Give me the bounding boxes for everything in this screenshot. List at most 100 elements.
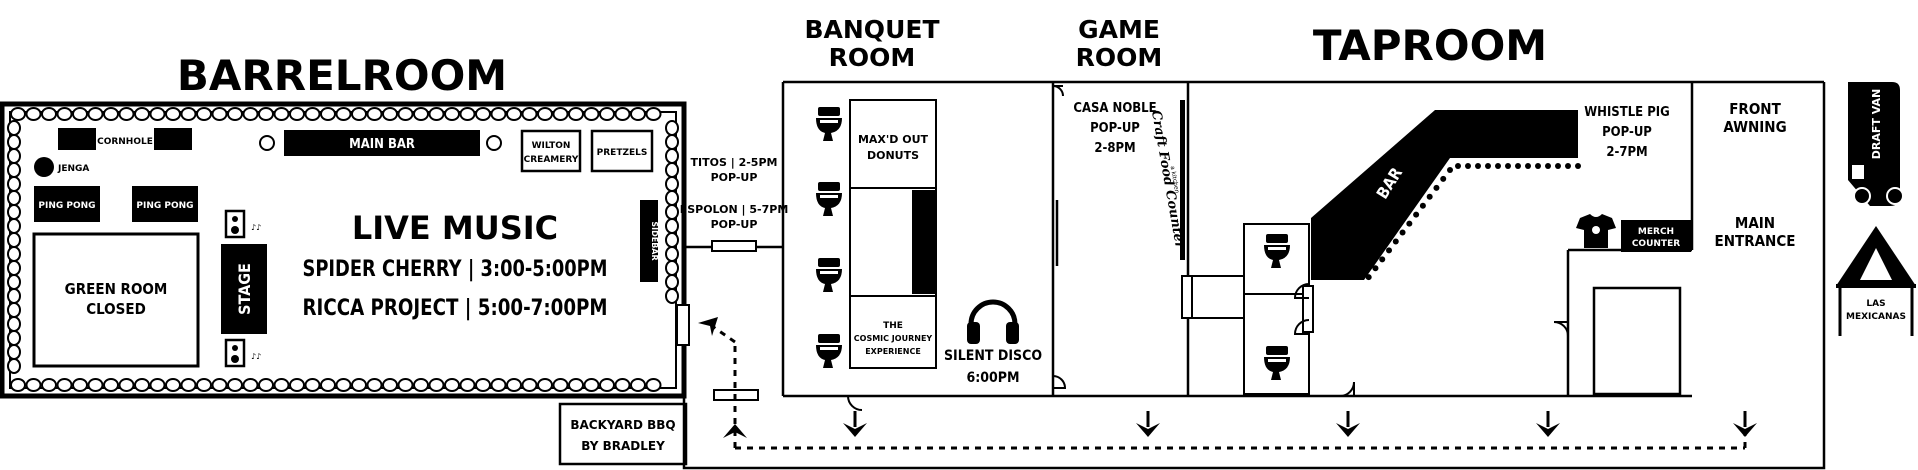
titos-popup-2: POP-UP — [711, 171, 758, 184]
barrel — [665, 260, 679, 276]
live-music-act-2: RICCA PROJECT | 5:00-7:00PM — [303, 296, 608, 321]
bar-stools — [1365, 163, 1581, 281]
bar-stool — [1406, 220, 1413, 227]
barrel — [7, 330, 21, 346]
bar-stool — [1379, 256, 1386, 263]
bar-stool — [1505, 163, 1511, 169]
barrel — [382, 378, 398, 392]
main-bar-label: MAIN BAR — [349, 137, 415, 152]
barrel — [211, 107, 228, 121]
barrel — [56, 378, 73, 392]
backyard-bbq — [558, 402, 688, 466]
barrel — [227, 107, 243, 121]
barrel — [665, 190, 679, 206]
barrel — [10, 107, 26, 121]
bbq-label-2: BY BRADLEY — [581, 439, 665, 453]
barrel — [180, 378, 197, 392]
barrel — [351, 107, 367, 121]
bar-stool — [1413, 211, 1420, 218]
barrel — [41, 107, 57, 121]
barrel — [211, 378, 228, 392]
barrel — [599, 378, 615, 392]
wilton-label-2: CREAMERY — [524, 155, 579, 165]
merch-counter — [1621, 220, 1691, 252]
barrel — [87, 378, 104, 392]
bar-stool — [1575, 163, 1581, 169]
sidebar — [640, 200, 658, 282]
ping-pong-label-1: PING PONG — [38, 201, 95, 211]
barrel — [7, 288, 21, 304]
barrel — [665, 246, 679, 262]
barrel — [10, 378, 26, 392]
tshirt-icon — [1576, 214, 1616, 248]
barrel — [72, 378, 88, 392]
espolon-popup-2: POP-UP — [711, 218, 758, 231]
barrel — [614, 378, 631, 392]
banquet-title-1: BANQUET — [804, 15, 939, 44]
barrel — [72, 107, 88, 121]
barrel — [7, 302, 21, 318]
bar-stool — [1495, 163, 1501, 169]
craft-food-sub: a kitchen — [1169, 165, 1181, 194]
barrel — [196, 378, 212, 392]
main-entrance-2: ENTRANCE — [1715, 232, 1796, 250]
barrelroom-title: BARRELROOM — [177, 51, 507, 100]
barrel — [583, 107, 600, 121]
barrel — [304, 378, 321, 392]
barrel — [134, 378, 150, 392]
barrel — [165, 107, 181, 121]
bar-stool — [1455, 163, 1461, 169]
barrel — [273, 378, 290, 392]
bar-stool — [1399, 229, 1406, 236]
barrel — [645, 107, 662, 121]
barrel — [7, 260, 21, 276]
barrel — [118, 378, 135, 392]
barrel — [552, 107, 569, 121]
merch-label-1: MERCH — [1638, 227, 1674, 237]
barrel — [568, 107, 584, 121]
cosmic-journey — [849, 295, 937, 369]
stage — [221, 244, 267, 334]
barrel — [459, 107, 476, 121]
whistle-pig-2: POP-UP — [1602, 125, 1652, 140]
arrow-up-icon — [723, 424, 747, 438]
barrel — [118, 107, 135, 121]
jenga-label: JENGA — [57, 164, 89, 174]
bar-stool — [1419, 202, 1426, 209]
maxd-label-2: DONUTS — [867, 149, 919, 162]
barrel — [103, 378, 119, 392]
barrel — [397, 107, 414, 121]
barrel — [490, 107, 507, 121]
barrel — [7, 344, 21, 360]
maxd-out-donuts — [849, 99, 937, 189]
barrel — [41, 378, 57, 392]
game-room: CASA NOBLE POP-UP 2-8PM Craft Food Count… — [1052, 82, 1190, 396]
barrel — [242, 378, 259, 392]
barrel — [614, 107, 631, 121]
merch-label-2: COUNTER — [1632, 239, 1680, 249]
wilton-creamery — [520, 129, 582, 173]
barrel — [258, 107, 274, 121]
barrel — [413, 107, 429, 121]
cornhole-label: CORNHOLE — [97, 137, 153, 147]
barrel — [382, 107, 398, 121]
maxd-label-1: MAX'D OUT — [858, 133, 929, 146]
barrel — [506, 378, 522, 392]
barrel — [242, 107, 259, 121]
speaker-icon: ♪♪ — [224, 338, 261, 368]
barrel — [665, 148, 679, 164]
barrel — [273, 107, 290, 121]
barrel — [149, 107, 166, 121]
ping-pong-table-1 — [34, 186, 100, 222]
barrel — [7, 316, 21, 332]
barrel — [258, 378, 274, 392]
barrel — [196, 107, 212, 121]
barrel — [521, 378, 538, 392]
barrelroom-door — [676, 304, 690, 346]
ping-pong-table-2 — [132, 186, 198, 222]
barrel — [506, 107, 522, 121]
barrel — [665, 120, 679, 136]
bar-stool — [1565, 163, 1571, 169]
barrel — [7, 204, 21, 220]
live-music-act-1: SPIDER CHERRY | 3:00-5:00PM — [303, 257, 608, 282]
